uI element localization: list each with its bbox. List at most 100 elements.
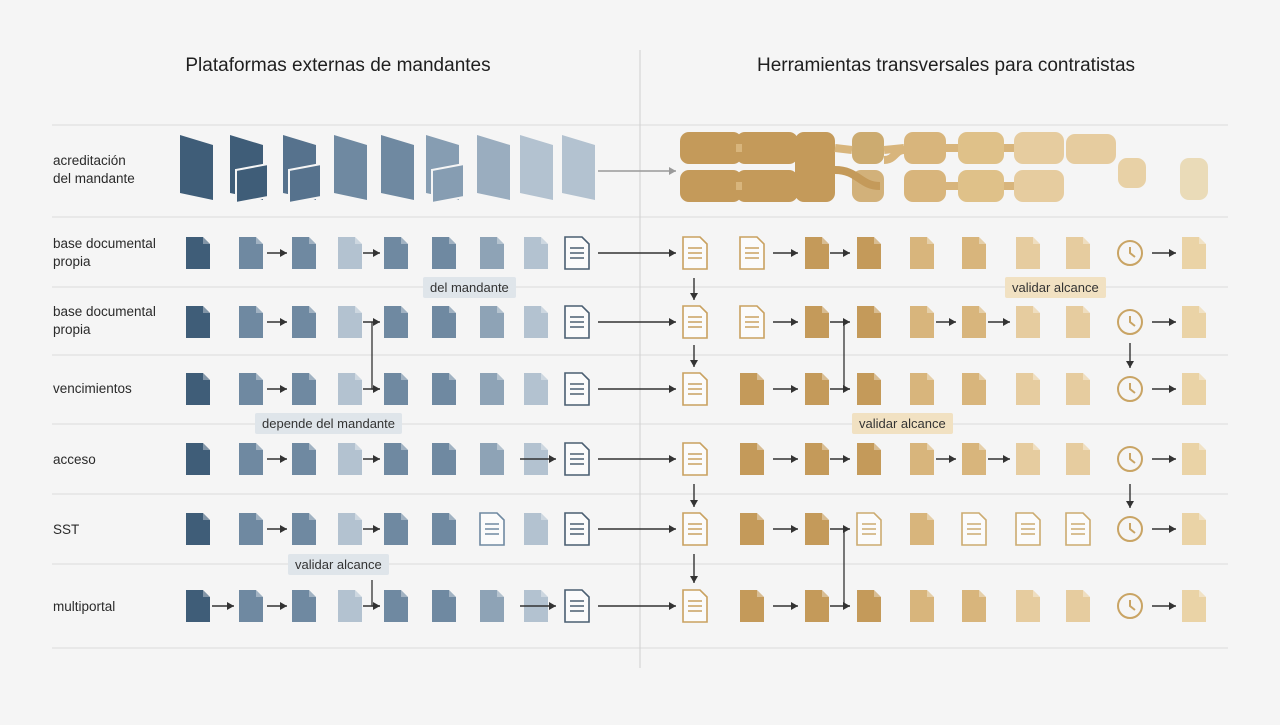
folder-icon: [180, 135, 213, 200]
document-icon: [338, 590, 362, 622]
document-icon: [979, 306, 986, 313]
arrow-icon: [791, 249, 798, 257]
document-icon: [384, 443, 408, 475]
document-icon: [857, 590, 881, 622]
document-icon: [432, 590, 456, 622]
arrow-icon: [227, 602, 234, 610]
arrow-icon: [373, 249, 380, 257]
document-icon: [1083, 237, 1090, 244]
pill-node: [958, 132, 1004, 164]
arrow-icon: [373, 455, 380, 463]
document-icon: [857, 443, 881, 475]
clock-icon: [1129, 316, 1136, 327]
document-icon: [256, 237, 263, 244]
arrow-icon: [280, 385, 287, 393]
document-icon: [524, 306, 548, 338]
document-icon: [927, 373, 934, 380]
document-icon: [432, 443, 456, 475]
document-icon: [874, 237, 881, 244]
arrow-icon: [1169, 455, 1176, 463]
document-icon: [401, 513, 408, 520]
document-icon: [524, 237, 548, 269]
document-icon: [822, 513, 829, 520]
document-icon: [449, 590, 456, 597]
document-icon: [1199, 443, 1206, 450]
clock-icon: [1129, 383, 1136, 394]
document-icon: [979, 443, 986, 450]
document-icon: [1066, 590, 1090, 622]
tag-depende-del-mandante: depende del mandante: [255, 413, 403, 434]
document-icon: [256, 590, 263, 597]
document-icon: [822, 373, 829, 380]
clock-icon: [1117, 376, 1143, 402]
document-icon: [1016, 237, 1040, 269]
tag-validar-alcance-1: validar alcance: [1005, 277, 1106, 298]
folder-icon: [562, 135, 595, 200]
arrow-icon: [1169, 602, 1176, 610]
document-icon: [910, 306, 934, 338]
pill-node: [1180, 158, 1208, 200]
arrow-icon: [549, 602, 556, 610]
document-icon: [292, 237, 316, 269]
arrow-icon: [280, 602, 287, 610]
document-icon: [256, 373, 263, 380]
document-icon: [740, 590, 764, 622]
document-icon: [1016, 306, 1040, 338]
document-icon: [338, 443, 362, 475]
arrow-icon: [791, 385, 798, 393]
document-icon: [401, 237, 408, 244]
document-icon: [186, 513, 210, 545]
document-icon: [239, 513, 263, 545]
clock-icon: [1117, 593, 1143, 619]
document-icon: [910, 590, 934, 622]
document-icon: [309, 306, 316, 313]
document-icon: [979, 590, 986, 597]
document-icon: [338, 237, 362, 269]
document-icon: [1199, 306, 1206, 313]
document-icon: [874, 373, 881, 380]
document-icon: [384, 513, 408, 545]
document-icon: [256, 443, 263, 450]
document-icon: [497, 237, 504, 244]
folder-icon: [477, 135, 510, 200]
document-icon: [292, 306, 316, 338]
connector-line: [843, 529, 850, 607]
document-icon: [1199, 590, 1206, 597]
document-icon: [449, 373, 456, 380]
arrow-icon: [1003, 318, 1010, 326]
document-icon: [338, 513, 362, 545]
document-icon: [384, 306, 408, 338]
document-icon: [910, 237, 934, 269]
arrow-icon: [373, 525, 380, 533]
arrow-icon: [280, 455, 287, 463]
document-icon: [432, 237, 456, 269]
document-icon: [186, 443, 210, 475]
document-icon: [401, 590, 408, 597]
document-icon: [401, 373, 408, 380]
document-icon: [355, 443, 362, 450]
document-icon: [524, 513, 548, 545]
arrow-icon: [669, 249, 676, 257]
document-icon: [186, 590, 210, 622]
document-icon: [449, 237, 456, 244]
tag-del-mandante: del mandante: [423, 277, 516, 298]
document-icon: [874, 590, 881, 597]
document-icon: [1016, 373, 1040, 405]
pill-link: [883, 146, 905, 164]
document-icon: [203, 373, 210, 380]
document-icon: [338, 373, 362, 405]
document-icon: [203, 237, 210, 244]
document-icon: [1199, 513, 1206, 520]
document-icon: [1066, 306, 1090, 338]
document-icon: [857, 306, 881, 338]
arrow-icon: [669, 602, 676, 610]
document-icon: [962, 590, 986, 622]
document-icon: [309, 237, 316, 244]
document-icon: [1033, 590, 1040, 597]
arrow-icon: [1003, 455, 1010, 463]
right-column-title: Herramientas transversales para contrati…: [756, 55, 1136, 76]
document-icon: [910, 513, 934, 545]
document-icon: [962, 443, 986, 475]
document-icon: [541, 306, 548, 313]
document-icon: [449, 513, 456, 520]
